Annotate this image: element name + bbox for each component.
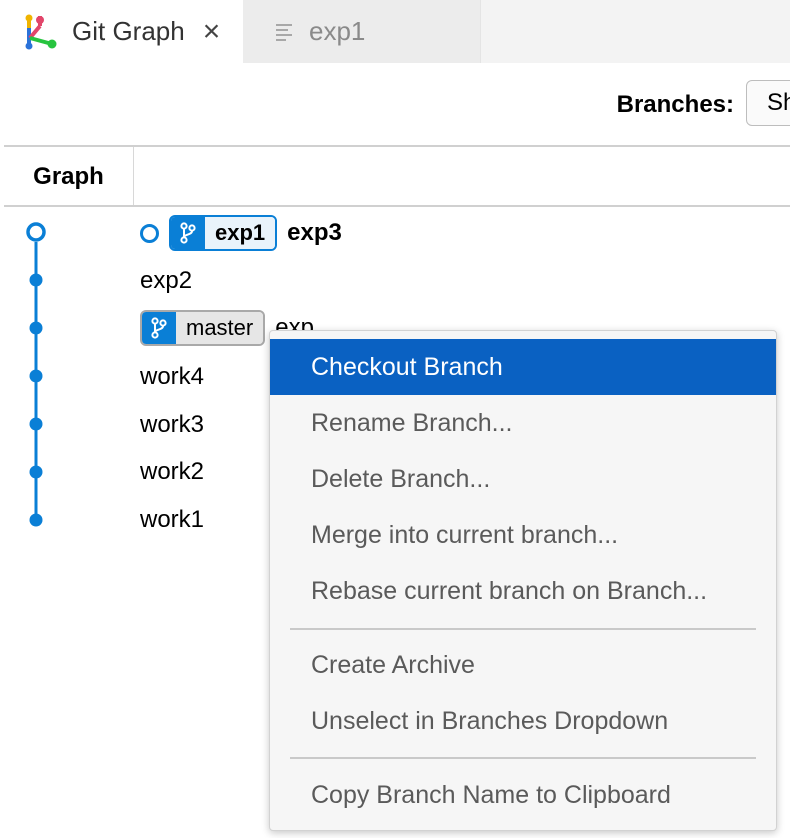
table-row[interactable]: exp1 exp3	[140, 210, 342, 256]
git-graph-logo-icon	[25, 14, 57, 49]
git-graph-toolbar: Branches: Sh	[0, 63, 790, 145]
commit-message: work4	[140, 363, 205, 390]
head-indicator-icon	[140, 223, 159, 243]
table-row[interactable]: work4	[140, 354, 204, 400]
table-row[interactable]: exp2	[140, 258, 192, 304]
branch-ref-master[interactable]: master	[140, 310, 266, 346]
commit-message: exp2	[140, 267, 193, 294]
document-lines-icon	[276, 23, 292, 41]
tab-git-graph[interactable]: Git Graph ×	[0, 0, 243, 63]
commit-message: work3	[140, 411, 205, 438]
close-icon[interactable]: ×	[202, 14, 221, 48]
graph-node[interactable]	[29, 513, 43, 527]
graph-node[interactable]	[29, 465, 43, 479]
commit-graph	[26, 222, 46, 527]
graph-node[interactable]	[29, 273, 43, 287]
commit-message: work2	[140, 458, 205, 485]
tab-label-git-graph: Git Graph	[72, 16, 185, 46]
menu-item-copy-branch-name[interactable]: Copy Branch Name to Clipboard	[311, 781, 671, 809]
branches-dropdown[interactable]: Sh	[746, 80, 790, 126]
graph-column-header: Graph	[4, 147, 134, 205]
git-branch-icon	[171, 217, 205, 249]
table-row[interactable]: work3	[140, 402, 204, 448]
tab-exp1[interactable]: exp1	[243, 0, 481, 63]
graph-node[interactable]	[29, 369, 43, 383]
graph-node[interactable]	[29, 417, 43, 431]
menu-divider	[290, 628, 756, 630]
menu-item-create-archive[interactable]: Create Archive	[311, 651, 475, 679]
menu-item-unselect-in-dropdown[interactable]: Unselect in Branches Dropdown	[311, 707, 669, 735]
menu-item-merge-into-current[interactable]: Merge into current branch...	[311, 521, 619, 549]
commit-message: work1	[140, 506, 205, 533]
graph-head-node[interactable]	[26, 222, 46, 242]
commit-message: exp3	[287, 219, 342, 246]
git-branch-icon	[142, 312, 176, 344]
branch-context-menu: Checkout Branch Rename Branch... Delete …	[269, 330, 777, 831]
commit-table-header: Graph	[4, 145, 790, 207]
menu-divider	[290, 757, 756, 759]
branches-label: Branches:	[616, 91, 734, 118]
menu-item-checkout-branch[interactable]: Checkout Branch	[270, 339, 776, 395]
tab-label-exp1: exp1	[309, 16, 366, 46]
branch-ref-label: master	[176, 312, 264, 344]
menu-item-delete-branch[interactable]: Delete Branch...	[311, 465, 491, 493]
table-row[interactable]: work2	[140, 449, 204, 495]
branch-ref-label: exp1	[205, 217, 276, 249]
menu-item-rename-branch[interactable]: Rename Branch...	[311, 409, 513, 437]
editor-tab-bar: Git Graph × exp1	[0, 0, 790, 63]
menu-item-rebase-current[interactable]: Rebase current branch on Branch...	[311, 577, 708, 605]
graph-node[interactable]	[29, 321, 43, 335]
branch-ref-exp1[interactable]: exp1	[169, 215, 278, 251]
table-row[interactable]: work1	[140, 497, 204, 543]
